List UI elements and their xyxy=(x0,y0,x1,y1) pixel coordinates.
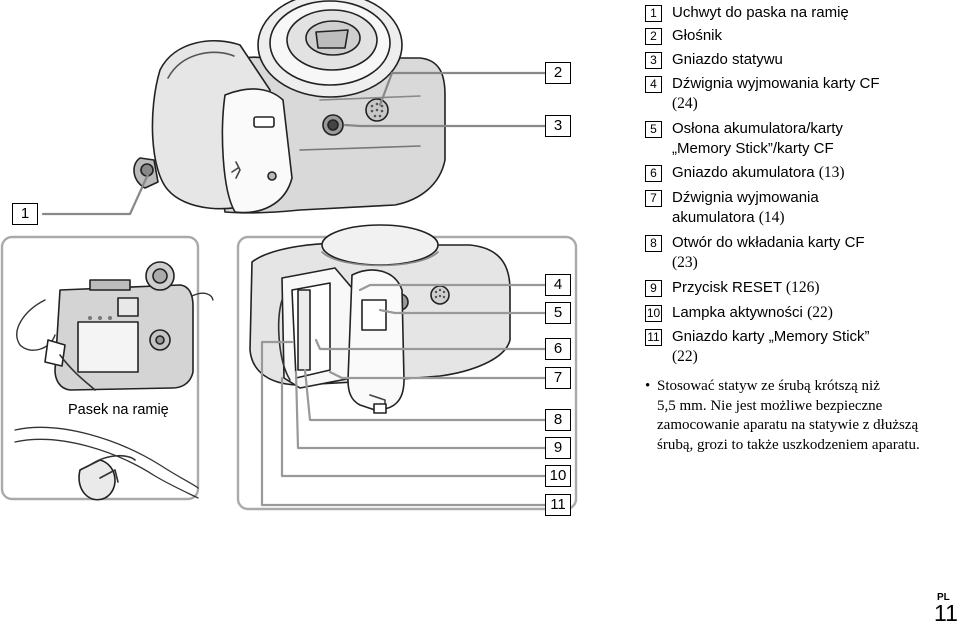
callout-3: 3 xyxy=(545,115,571,137)
callout-2: 2 xyxy=(545,62,571,84)
legend-number: 11 xyxy=(645,329,662,346)
legend-text: Dźwignia wyjmowania karty CF (24) xyxy=(672,75,880,112)
legend-item: 7 Dźwignia wyjmowania akumulatora (14) xyxy=(645,188,819,228)
legend-number: 2 xyxy=(645,28,662,45)
legend-text: Gniazdo karty „Memory Stick” (22) xyxy=(672,328,870,365)
note-text: Stosować statyw ze śrubą krótszą niż 5,5… xyxy=(657,378,920,453)
callout-8: 8 xyxy=(545,409,571,431)
legend-text: Otwór do wkładania karty CF (23) xyxy=(672,234,865,271)
callout-11: 11 xyxy=(545,494,571,516)
legend-text: Głośnik xyxy=(672,27,723,44)
usage-note: • Stosować statyw ze śrubą krótszą niż 5… xyxy=(645,377,945,455)
callout-10: 10 xyxy=(545,465,571,487)
camera-illustration xyxy=(0,0,578,511)
legend-text: Osłona akumulatora/karty „Memory Stick”/… xyxy=(672,120,843,157)
callout-5: 5 xyxy=(545,302,571,324)
legend-number: 7 xyxy=(645,190,662,207)
legend-item: 10 Lampka aktywności (22) xyxy=(645,303,833,323)
legend-item: 5 Osłona akumulatora/karty „Memory Stick… xyxy=(645,119,843,159)
note-bullet: • xyxy=(645,378,651,394)
callout-6: 6 xyxy=(545,338,571,360)
callout-9: 9 xyxy=(545,437,571,459)
camera-figure: 1 2 3 4 5 6 7 8 9 10 11 Pasek na ramię xyxy=(0,0,578,516)
legend-number: 6 xyxy=(645,165,662,182)
legend-number: 5 xyxy=(645,121,662,138)
legend-number: 3 xyxy=(645,52,662,69)
legend-item: 6 Gniazdo akumulatora (13) xyxy=(645,163,845,183)
callout-7: 7 xyxy=(545,367,571,389)
legend-text: Lampka aktywności (22) xyxy=(672,304,833,321)
legend-number: 1 xyxy=(645,5,662,22)
language-code: PL xyxy=(937,592,950,603)
callout-leaders-bottom xyxy=(260,283,548,507)
legend-number: 10 xyxy=(645,305,662,322)
strap-label: Pasek na ramię xyxy=(68,402,169,418)
page-number: 11 xyxy=(934,600,958,626)
legend-text: Uchwyt do paska na ramię xyxy=(672,4,849,21)
legend-text: Dźwignia wyjmowania akumulatora (14) xyxy=(672,189,819,226)
legend-item: 8 Otwór do wkładania karty CF (23) xyxy=(645,233,865,273)
legend-text: Przycisk RESET (126) xyxy=(672,279,820,296)
compartment-inset xyxy=(236,224,578,511)
callout-leaders-top xyxy=(41,71,548,216)
legend-number: 8 xyxy=(645,235,662,252)
legend-item: 11 Gniazdo karty „Memory Stick” (22) xyxy=(645,327,870,367)
legend-item: 2 Głośnik xyxy=(645,26,722,46)
camera-bottom-view xyxy=(133,0,446,214)
callout-4: 4 xyxy=(545,274,571,296)
strap-inset xyxy=(0,235,214,501)
legend-item: 4 Dźwignia wyjmowania karty CF (24) xyxy=(645,74,880,114)
legend-item: 3 Gniazdo statywu xyxy=(645,50,783,70)
legend-text: Gniazdo statywu xyxy=(672,51,783,68)
legend-number: 9 xyxy=(645,280,662,297)
legend-item: 1 Uchwyt do paska na ramię xyxy=(645,3,849,23)
legend-number: 4 xyxy=(645,76,662,93)
callout-1: 1 xyxy=(12,203,38,225)
legend-text: Gniazdo akumulatora (13) xyxy=(672,164,845,181)
legend-item: 9 Przycisk RESET (126) xyxy=(645,278,819,298)
